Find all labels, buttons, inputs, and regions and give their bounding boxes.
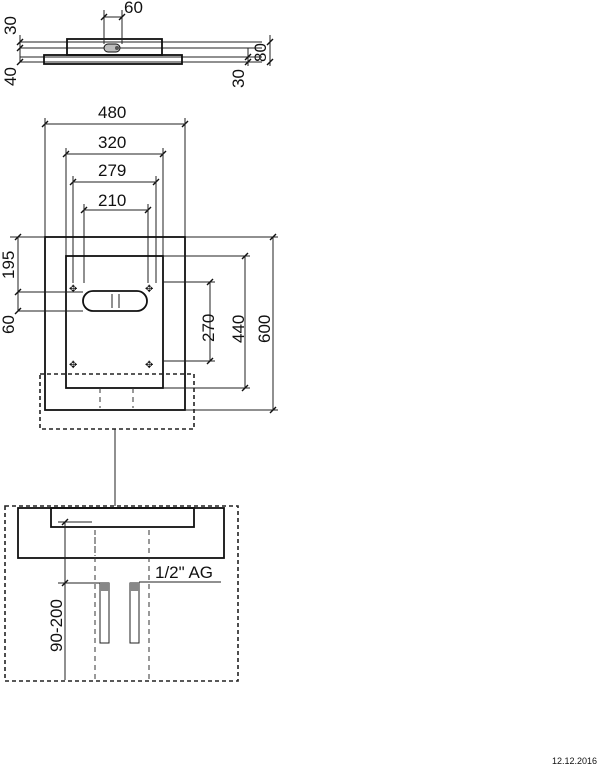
detail-boundary [39,373,195,430]
handle-profile [103,43,121,53]
control-handle [82,290,148,312]
side-view [16,10,274,66]
thread-label: 1/2" AG [155,563,213,582]
dim-40: 40 [1,67,20,86]
drawing-date: 12.12.2016 [552,756,597,766]
dim-90-200: 90-200 [47,599,66,652]
dim-80: 80 [251,43,270,62]
dim-210: 210 [98,191,126,210]
inner-plate [65,255,164,389]
plate-section [50,507,195,528]
shower-plate [43,54,183,65]
svg-text:✥: ✥ [69,284,77,295]
dim-270: 270 [199,314,218,342]
dim-440: 440 [229,315,248,343]
dim-195: 195 [0,251,18,279]
front-view: ✥ ✥ ✥ ✥ [10,118,278,506]
dim-30-top: 30 [1,16,20,35]
detail-view [4,505,239,682]
pipe-right [129,582,140,644]
svg-text:✥: ✥ [69,360,77,371]
svg-text:✥: ✥ [145,360,153,371]
dim-60-top: 60 [124,0,143,17]
dim-480: 480 [98,103,126,122]
detail-frame [4,505,239,682]
dim-320: 320 [98,133,126,152]
dim-600: 600 [255,315,274,343]
dim-60-front: 60 [0,315,18,334]
pipe-left [99,582,110,644]
outer-plate [44,236,186,411]
dim-279: 279 [98,161,126,180]
svg-text:✥: ✥ [145,284,153,295]
dim-30-bottom: 30 [229,69,248,88]
